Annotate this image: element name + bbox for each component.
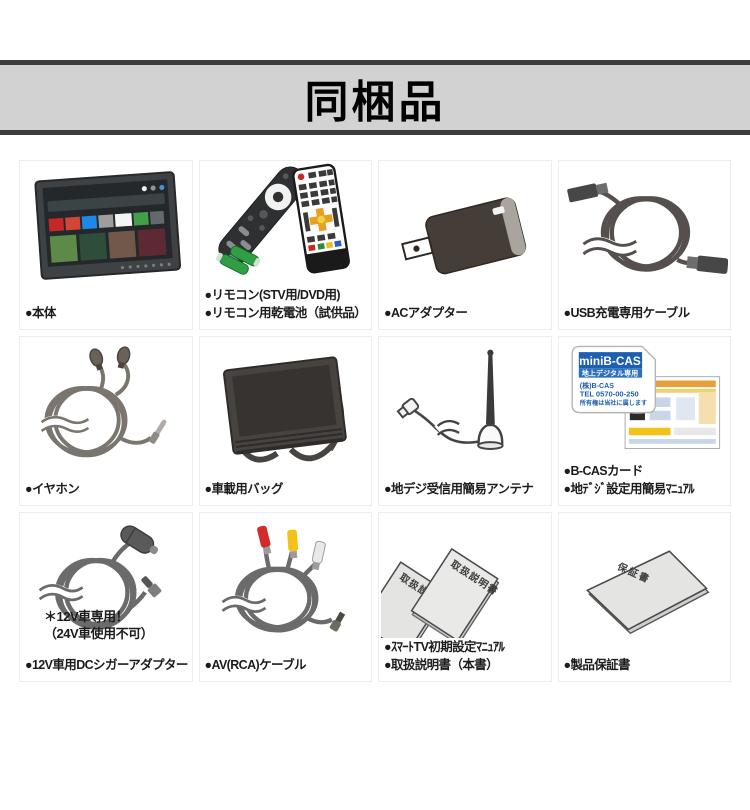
item-label: ●12V車用DCシガーアダプター [25, 657, 188, 672]
car-bag-icon [223, 356, 348, 463]
warning-line: ＊12V車専用！ [44, 609, 129, 624]
item-label: ●AV(RCA)ケーブル [204, 657, 307, 672]
car-bag-illustration [200, 337, 372, 480]
manual-booklets-icon: 取扱説明書 取扱説明書 [380, 547, 501, 638]
item-cell-usb-cable: ●USB充電専用ケーブル [557, 160, 731, 330]
item-label: ●ｽﾏｰﾄTV初期設定ﾏﾆｭｱﾙ [384, 639, 505, 654]
item-label: ●リモコン(STV用/DVD用) [204, 287, 341, 302]
included-items-grid: ●本体 [19, 160, 731, 682]
tv-icon [34, 171, 181, 280]
warranty-illustration: 保証書 [559, 513, 731, 656]
dc-cigar-adapter-icon [35, 525, 162, 630]
item-cell-av-cable: ●AV(RCA)ケーブル [198, 512, 372, 682]
item-label: ●イヤホン [25, 481, 80, 496]
item-label: ●USB充電専用ケーブル [563, 305, 691, 320]
item-label: ●リモコン用乾電池（試供品） [204, 305, 367, 320]
item-label: ●地デジ受信用簡易アンテナ [384, 481, 534, 496]
warranty-sheet-icon: 保証書 [586, 550, 710, 635]
antenna-illustration [379, 337, 551, 480]
item-cell-main-unit: ●本体 [19, 160, 193, 330]
dc-adapter-warning-note: ＊12V車専用！ （24V車使用不可） [44, 609, 154, 643]
item-cell-car-bag: ●車載用バッグ [198, 336, 372, 506]
page-title: 同梱品 [304, 77, 446, 127]
ac-adapter-illustration [379, 161, 551, 304]
manuals-illustration: 取扱説明書 取扱説明書 [379, 513, 551, 638]
bcas-card-icon: miniB-CAS 地上デジタル専用 (株)B-CAS TEL 0570-00-… [571, 345, 721, 449]
antenna-icon [396, 349, 504, 450]
bcas-card-subtitle: 地上デジタル専用 [582, 369, 638, 378]
av-rca-cable-icon [219, 525, 346, 633]
dc-adapter-illustration [20, 513, 192, 656]
bcas-card-title: miniB-CAS [579, 354, 641, 368]
item-cell-antenna: ●地デジ受信用簡易アンテナ [378, 336, 552, 506]
ac-adapter-icon [400, 197, 526, 275]
warning-line: （24V車使用不可） [44, 625, 154, 641]
bcas-card-line3: 所有権は当社に属します [580, 399, 647, 407]
item-label: ●ACアダプター [384, 305, 468, 320]
bcas-card-line2: TEL 0570-00-250 [580, 390, 639, 399]
item-cell-remotes: ●リモコン(STV用/DVD用) ●リモコン用乾電池（試供品） [198, 160, 372, 330]
earphone-icon [38, 346, 167, 458]
av-cable-illustration [200, 513, 372, 656]
item-label: ●取扱説明書（本書） [384, 657, 499, 672]
usb-cable-illustration [559, 161, 731, 304]
item-label: ●B-CASカード [563, 463, 644, 478]
remote-controls-icon [216, 163, 351, 275]
item-cell-manuals: 取扱説明書 取扱説明書 ●ｽﾏｰﾄTV初期設定ﾏﾆｭｱﾙ ●取扱説明書（本書） [378, 512, 552, 682]
item-cell-dc-adapter: ＊12V車専用！ （24V車使用不可） ●12V車用DCシガーアダプター [19, 512, 193, 682]
item-label: ●本体 [25, 305, 56, 320]
remotes-illustration [200, 161, 372, 286]
main-unit-illustration [20, 161, 192, 304]
item-cell-earphone: ●イヤホン [19, 336, 193, 506]
item-label: ●車載用バッグ [204, 481, 284, 496]
item-cell-bcas: miniB-CAS 地上デジタル専用 (株)B-CAS TEL 0570-00-… [557, 336, 731, 506]
bcas-card-line1: (株)B-CAS [580, 381, 614, 390]
item-label: ●製品保証書 [563, 657, 631, 672]
bcas-illustration: miniB-CAS 地上デジタル専用 (株)B-CAS TEL 0570-00-… [559, 337, 731, 462]
section-header-banner: 同梱品 [0, 60, 750, 135]
item-label: ●地ﾃﾞｼﾞ設定用簡易ﾏﾆｭｱﾙ [563, 481, 695, 496]
earphone-illustration [20, 337, 192, 480]
item-cell-warranty: 保証書 ●製品保証書 [557, 512, 731, 682]
item-cell-ac-adapter: ●ACアダプター [378, 160, 552, 330]
usb-cable-icon [567, 182, 729, 274]
